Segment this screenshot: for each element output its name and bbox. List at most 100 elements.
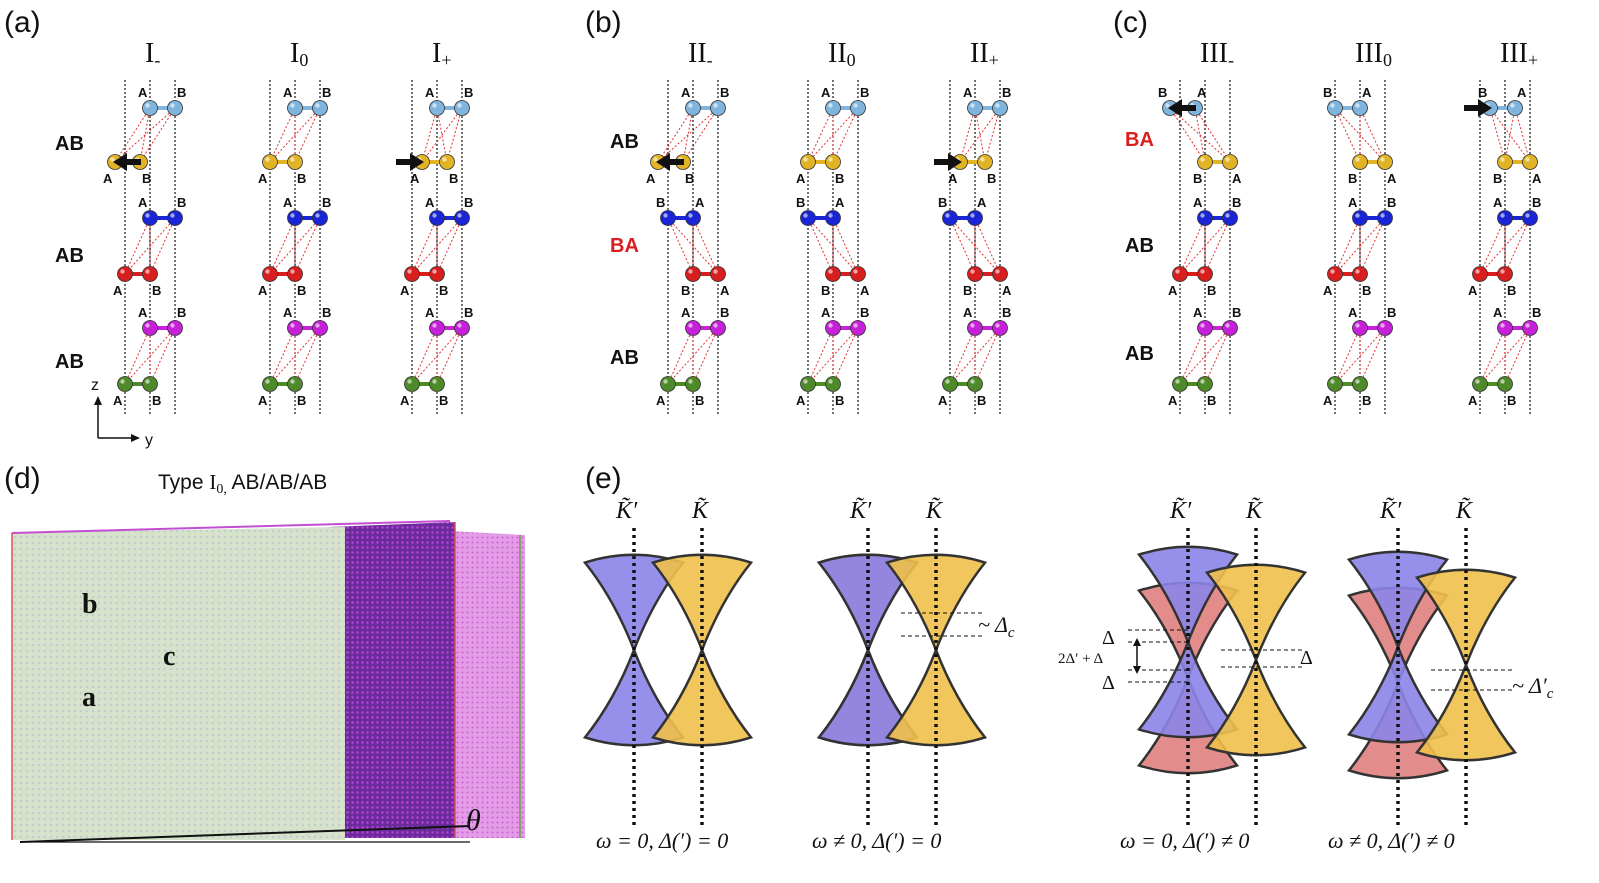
atom-label: A xyxy=(1193,305,1203,320)
atom xyxy=(685,376,701,392)
atom xyxy=(825,266,841,282)
atom-highlight xyxy=(290,379,295,384)
column-title-sub: - xyxy=(154,50,160,70)
interlayer-bond xyxy=(114,107,151,163)
atom-highlight xyxy=(315,213,320,218)
interlayer-bond xyxy=(436,217,463,275)
atom-highlight xyxy=(457,323,462,328)
atom-highlight xyxy=(290,323,295,328)
atom-label: A xyxy=(1168,393,1178,408)
interlayer-bond xyxy=(411,327,463,385)
atom-highlight xyxy=(457,213,462,218)
atom xyxy=(1222,320,1238,336)
interlayer-bond xyxy=(692,327,719,385)
atom-label: B xyxy=(464,85,473,100)
atom-label: B xyxy=(464,305,473,320)
valley-cone-kprime xyxy=(1346,643,1450,744)
atom-highlight xyxy=(1525,323,1530,328)
interlayer-bond xyxy=(657,107,719,163)
slide-arrow-left-icon xyxy=(1168,99,1196,117)
atom-highlight xyxy=(290,103,295,108)
atom-label: A xyxy=(1348,305,1358,320)
atom xyxy=(1172,376,1188,392)
atom xyxy=(287,210,303,226)
interlayer-bond xyxy=(959,107,1001,163)
atom-highlight xyxy=(1200,213,1205,218)
interlayer-bond xyxy=(984,107,1001,163)
column-title-sub: - xyxy=(707,50,713,70)
atom xyxy=(454,210,470,226)
atom-label: A xyxy=(1323,393,1333,408)
atom-highlight xyxy=(828,213,833,218)
atom xyxy=(685,266,701,282)
atom-highlight xyxy=(1200,269,1205,274)
atom xyxy=(167,320,183,336)
interlayer-bond xyxy=(149,217,176,275)
atom-highlight xyxy=(432,213,437,218)
column-title-b-2: II+ xyxy=(970,38,999,70)
atom xyxy=(967,100,983,116)
atom xyxy=(312,100,328,116)
atom-highlight xyxy=(265,269,270,274)
atom xyxy=(1352,320,1368,336)
atom-label: A xyxy=(938,393,948,408)
atom-highlight xyxy=(1355,213,1360,218)
atom xyxy=(685,210,701,226)
atom-label: B xyxy=(177,85,186,100)
atom-label: B xyxy=(1323,85,1332,100)
interlayer-bond xyxy=(269,327,321,385)
caption-2: ω ≠ 0, Δ(′) = 0 xyxy=(812,828,941,853)
interlayer-bond xyxy=(411,217,463,275)
interlayer-bond xyxy=(1334,217,1361,275)
atom-label: A xyxy=(963,305,973,320)
atom-highlight xyxy=(828,379,833,384)
interlayer-bond xyxy=(667,217,694,275)
atom xyxy=(1522,320,1538,336)
atom xyxy=(710,266,726,282)
atom xyxy=(287,100,303,116)
column-title-c-0: III- xyxy=(1200,38,1234,70)
interlayer-bond xyxy=(436,327,463,385)
atom-highlight xyxy=(145,213,150,218)
interlayer-bond xyxy=(269,217,296,275)
column-title-b-1: II0 xyxy=(828,38,856,70)
atom-label: A xyxy=(425,195,435,210)
atom-highlight xyxy=(853,269,858,274)
gap-double-arrow-icon xyxy=(1128,629,1188,683)
column-title-a-0: I- xyxy=(145,38,160,70)
atom xyxy=(1327,376,1343,392)
atom-label: B xyxy=(1002,305,1011,320)
atom-highlight xyxy=(1225,157,1230,162)
atom-label: A xyxy=(1493,305,1503,320)
atom-label: B xyxy=(297,171,306,186)
atom-label: A xyxy=(113,283,123,298)
atom xyxy=(992,320,1008,336)
atom xyxy=(142,376,158,392)
atom-label: B xyxy=(177,195,186,210)
atom xyxy=(1522,210,1538,226)
atom xyxy=(262,266,278,282)
atom-highlight xyxy=(432,323,437,328)
atom-highlight xyxy=(1200,323,1205,328)
atom-highlight xyxy=(1380,213,1385,218)
atom xyxy=(1472,266,1488,282)
interlayer-bond xyxy=(411,217,438,275)
interlayer-bond xyxy=(269,107,321,163)
atom-highlight xyxy=(432,103,437,108)
interlayer-bond xyxy=(807,327,859,385)
k-prime-label: K̃′ xyxy=(1379,497,1402,524)
atom xyxy=(117,266,133,282)
atom xyxy=(1377,320,1393,336)
atom-highlight xyxy=(803,213,808,218)
k-label: K̃ xyxy=(1455,497,1474,524)
atom-label: B xyxy=(796,195,805,210)
interlayer-bond xyxy=(1169,107,1231,163)
atom-label: A xyxy=(138,305,148,320)
atom-highlight xyxy=(1500,323,1505,328)
atom-label: A xyxy=(400,393,410,408)
k-prime-label: K̃′ xyxy=(615,497,638,524)
column-title-sub: + xyxy=(989,50,999,70)
